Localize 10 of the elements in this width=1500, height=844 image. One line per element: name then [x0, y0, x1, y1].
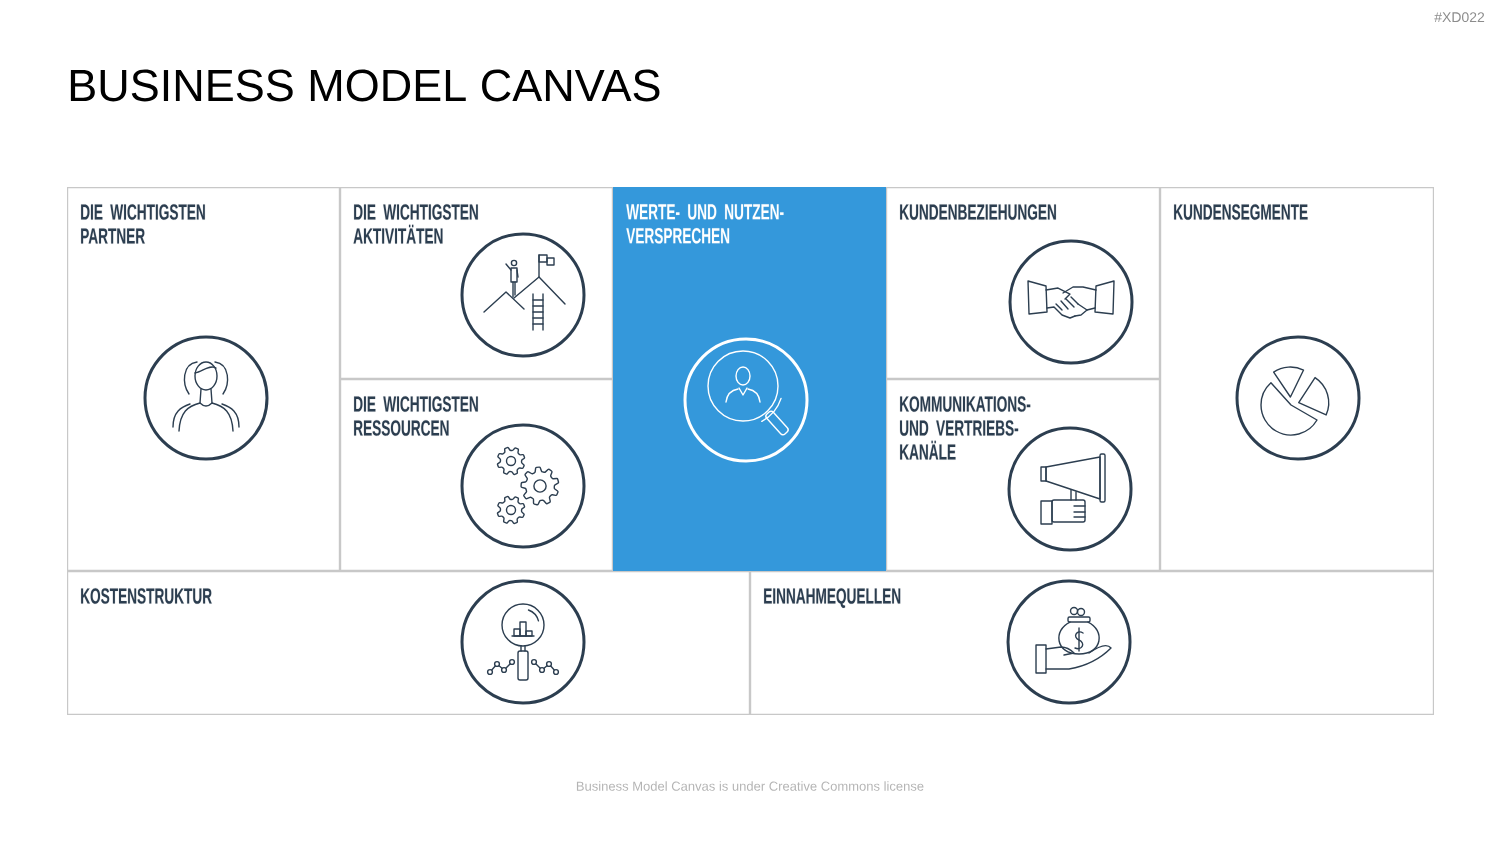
- canvas-cell: DIE WICHTIGSTEN AKTIVITÄTEN: [340, 187, 613, 379]
- slide-title: BUSINESS MODEL CANVAS: [70, 69, 660, 102]
- canvas-cell: EINNAHMEQUELLEN: [750, 571, 1434, 715]
- canvas-cell: WERTE- UND NUTZEN- VERSPRECHEN: [613, 187, 886, 571]
- slide-code: #XD022: [1434, 12, 1485, 23]
- canvas-cell: KOMMUNIKATIONS- UND VERTRIEBS- KANÄLE: [886, 379, 1160, 571]
- canvas-cell: DIE WICHTIGSTEN RESSOURCEN: [340, 379, 613, 571]
- canvas-cell: KUNDENBEZIEHUNGEN: [886, 187, 1160, 379]
- footer-note: Business Model Canvas is under Creative Commons license: [576, 781, 924, 791]
- canvas-cell: KOSTENSTRUKTUR: [67, 571, 750, 715]
